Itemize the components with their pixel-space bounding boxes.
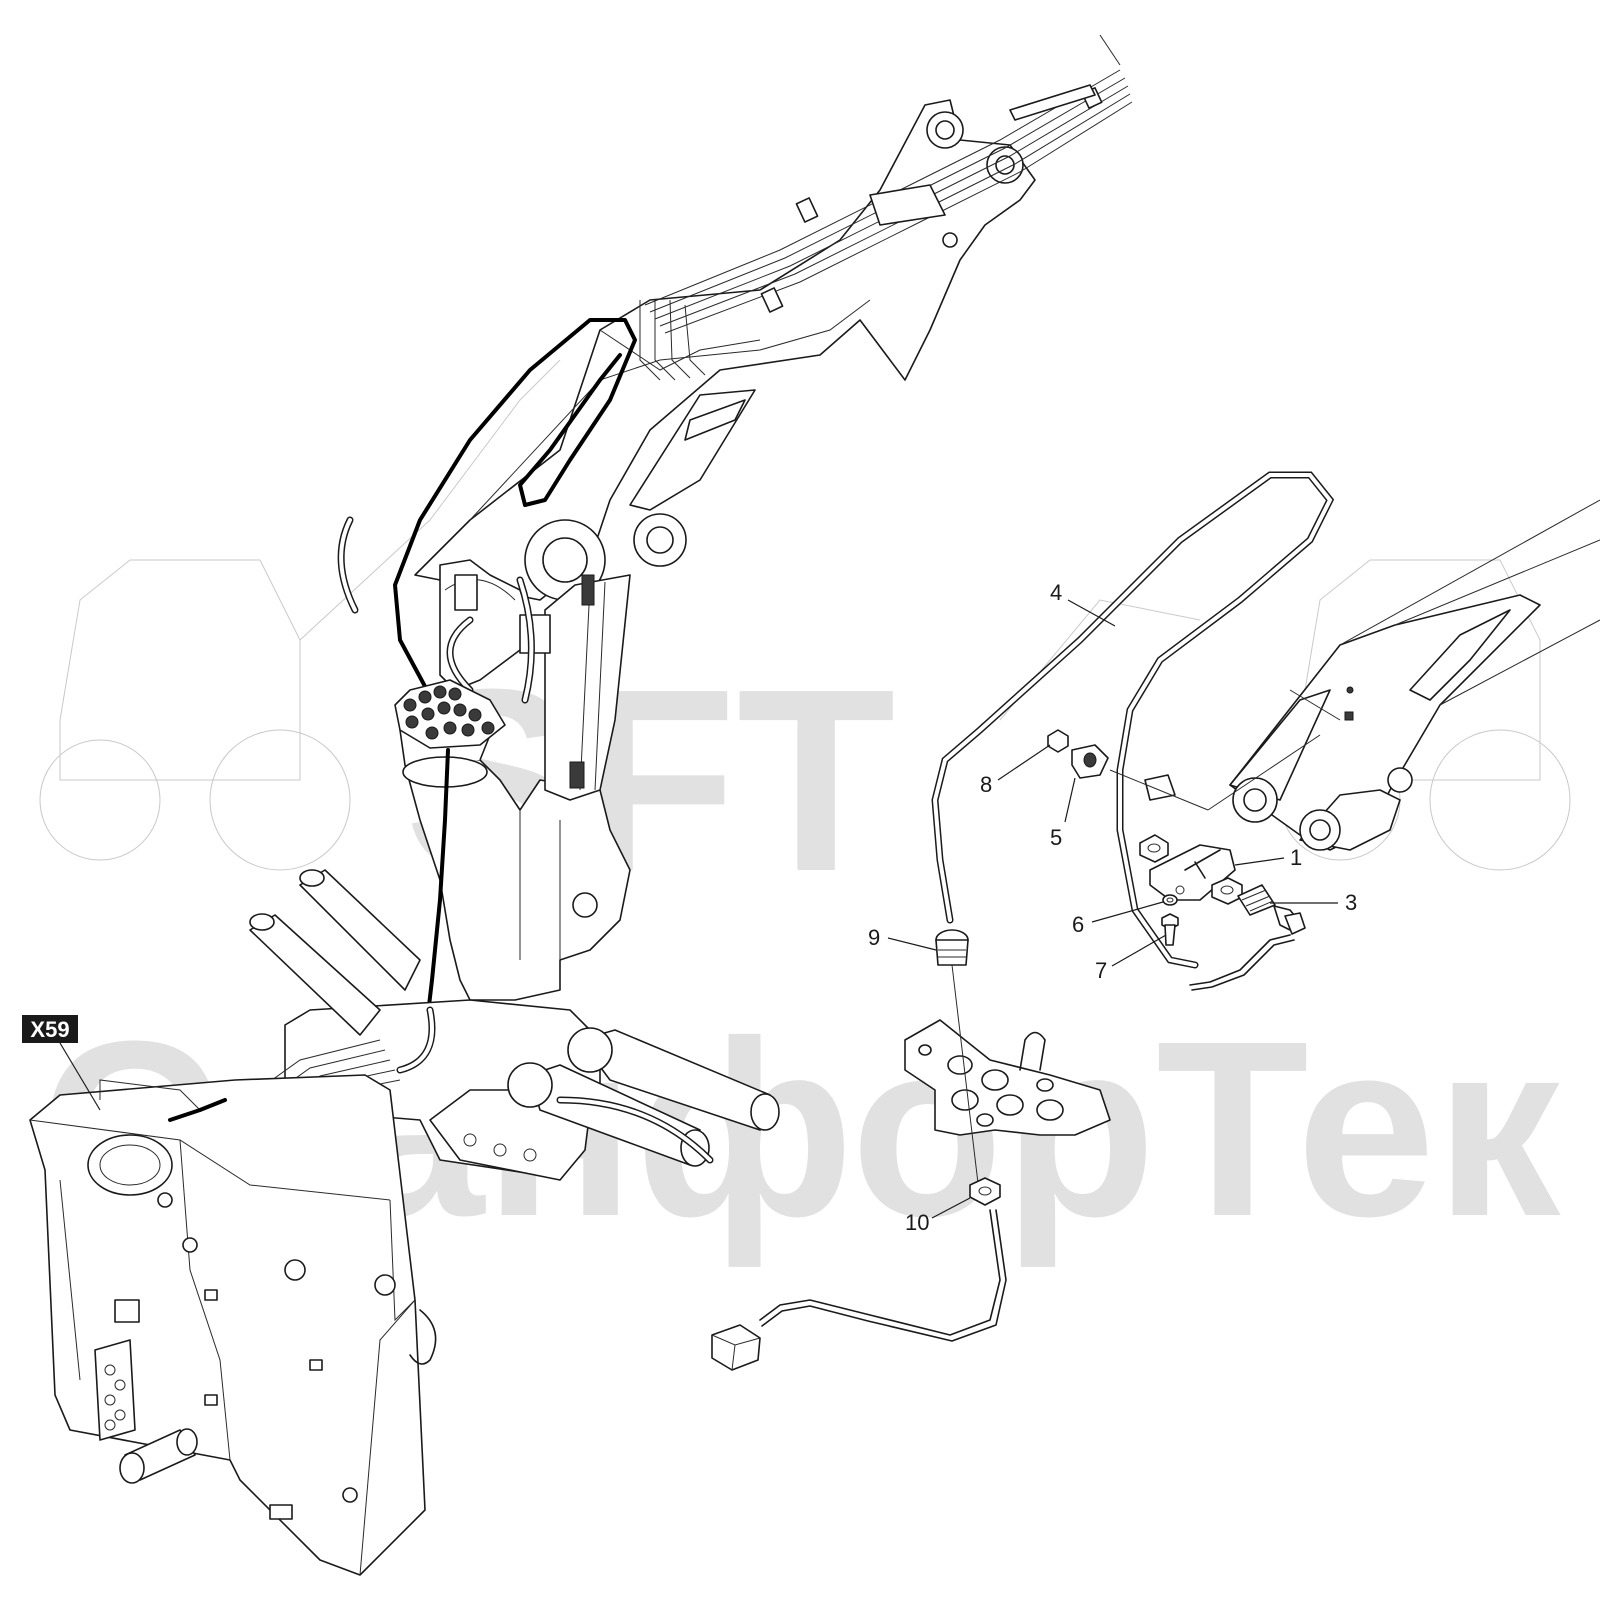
part-6-washer (1162, 894, 1178, 906)
part-5-clamp (1071, 744, 1109, 779)
boom-wiring-harness (393, 318, 637, 707)
callout-label-1: 1 (1290, 845, 1302, 870)
callout-label-9: 9 (868, 925, 880, 950)
callout-5: 5 (1050, 777, 1076, 850)
callouts: 4 8 5 1 3 6 7 9 (868, 580, 1357, 1235)
swing-casting (229, 869, 780, 1181)
part-4-pipe (931, 471, 1335, 969)
callout-6: 6 (1072, 901, 1164, 937)
callout-label-3: 3 (1345, 890, 1357, 915)
x59-tag-box (22, 1015, 78, 1043)
exploded-detail (711, 471, 1600, 1371)
callout-8: 8 (980, 744, 1051, 797)
watermark-tractor-left (39, 359, 561, 871)
callout-4: 4 (1050, 580, 1116, 627)
sensor-cable (711, 1209, 1007, 1371)
callout-7: 7 (1095, 934, 1167, 983)
callout-10: 10 (905, 1197, 971, 1235)
callout-3: 3 (1270, 890, 1357, 915)
part-8-screw (1047, 729, 1069, 753)
swing-cylinder (544, 574, 631, 801)
swing-post (399, 559, 631, 1001)
callout-label-6: 6 (1072, 912, 1084, 937)
callout-label-8: 8 (980, 772, 992, 797)
perforated-mounting-plate (904, 1019, 1111, 1136)
boom-tube-bundle (639, 34, 1133, 381)
part-10-nut (969, 1177, 1001, 1206)
cable-connector (711, 1324, 761, 1371)
callout-1: 1 (1234, 845, 1302, 870)
frame-opening (87, 1134, 173, 1196)
x59-tag-text: X59 (30, 1017, 69, 1042)
part-7-bolt (1161, 913, 1179, 946)
swing-cylinder-right (507, 1027, 780, 1167)
main-frame (29, 1074, 437, 1576)
part-9-fitting (935, 929, 969, 966)
manifold-connector-array (403, 685, 495, 740)
boom-assembly (337, 34, 1133, 707)
callout-label-5: 5 (1050, 825, 1062, 850)
swing-cylinder-left (249, 869, 421, 1036)
part-3-sensor (1189, 884, 1306, 991)
callout-label-4: 4 (1050, 580, 1062, 605)
dipper-arm (1229, 499, 1600, 851)
callout-9: 9 (868, 925, 937, 951)
connector-manifold (223, 679, 506, 1102)
callout-label-7: 7 (1095, 958, 1107, 983)
connector-tag-x59: X59 (22, 1015, 101, 1111)
frame-wiring (168, 1098, 227, 1122)
callout-label-10: 10 (905, 1210, 929, 1235)
